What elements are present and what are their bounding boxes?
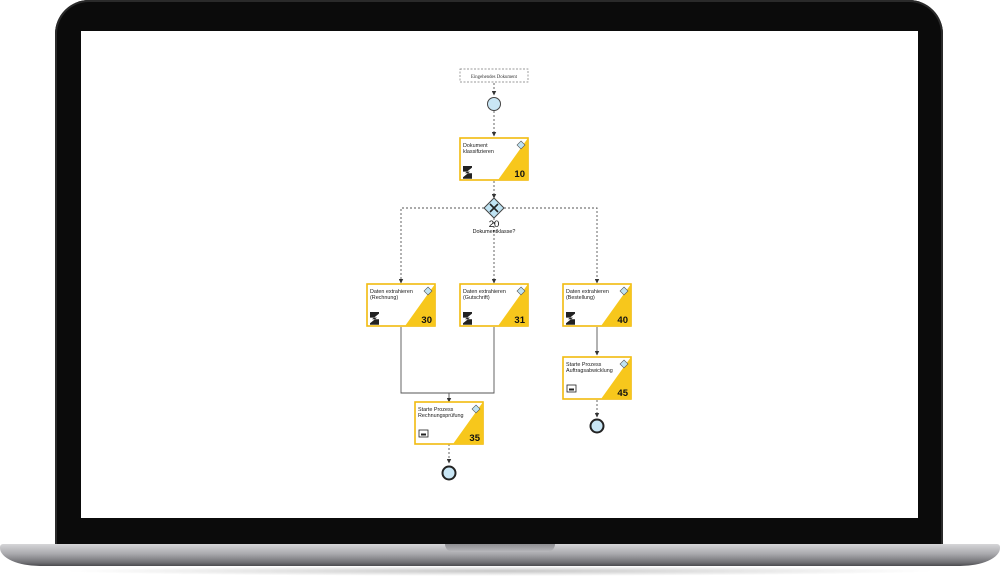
gateway-number: 20 [489, 219, 500, 230]
flow-gateway-to-order [504, 207, 600, 284]
task-classify-number: 10 [514, 169, 525, 180]
task-start-order-line1: Starte Prozess [566, 362, 602, 368]
task-extract-credit-line2: (Gutschrift) [463, 295, 490, 301]
laptop-shadow [60, 566, 940, 576]
automation-icon [463, 312, 472, 325]
laptop-base [0, 544, 1000, 566]
task-start-invoice-line2: Rechnungsprüfung [418, 413, 464, 419]
flow-credit-to-review [449, 327, 495, 394]
task-start-order-handling[interactable]: Starte Prozess Auftragsabwicklung 45 [562, 356, 632, 400]
exclusive-gateway-icon [489, 203, 499, 213]
task-start-invoice-review[interactable]: Starte Prozess Rechnungsprüfung 35 [414, 401, 484, 445]
subprocess-icon [566, 384, 577, 393]
task-extract-credit-line1: Daten extrahieren [463, 289, 506, 295]
task-start-invoice-line1: Starte Prozess [418, 407, 454, 413]
laptop-notch [445, 544, 555, 552]
task-extract-order-line1: Daten extrahieren [566, 289, 609, 295]
task-classify[interactable]: Dokument klassifizieren 10 [459, 137, 529, 181]
connectors [398, 83, 600, 464]
flow-gateway-to-invoice [398, 207, 484, 284]
input-document-label: Eingehendes Dokument [471, 75, 518, 80]
task-extract-order-line2: (Bestellung) [566, 295, 595, 301]
end-event-invoice[interactable] [441, 465, 457, 481]
task-start-order-number: 45 [617, 388, 628, 399]
start-event[interactable] [487, 97, 501, 111]
task-classify-line1: Dokument [463, 143, 488, 149]
bpmn-diagram: Eingehendes Dokument Dokument klassifizi… [366, 68, 632, 481]
task-marker-icon [423, 286, 433, 296]
gateway-document-class[interactable]: 20 Dokumentklasse? [473, 197, 516, 235]
task-extract-order[interactable]: Daten extrahieren (Bestellung) 40 [562, 283, 632, 327]
task-start-invoice-number: 35 [469, 433, 480, 444]
task-extract-credit-number: 31 [514, 315, 525, 326]
task-marker-icon [619, 359, 629, 369]
end-event-order[interactable] [589, 418, 605, 434]
task-extract-order-number: 40 [617, 315, 628, 326]
task-marker-icon [516, 286, 526, 296]
task-classify-line2: klassifizieren [463, 149, 494, 155]
task-marker-icon [516, 140, 526, 150]
input-document[interactable]: Eingehendes Dokument [459, 68, 529, 83]
task-marker-icon [471, 404, 481, 414]
flow-invoice-to-review [400, 327, 452, 403]
screen: Eingehendes Dokument Dokument klassifizi… [81, 31, 918, 518]
task-extract-invoice-line2: (Rechnung) [370, 295, 398, 301]
task-extract-invoice[interactable]: Daten extrahieren (Rechnung) 30 [366, 283, 436, 327]
task-extract-credit[interactable]: Daten extrahieren (Gutschrift) 31 [459, 283, 529, 327]
subprocess-icon [418, 429, 429, 438]
automation-icon [566, 312, 575, 325]
gateway-label: Dokumentklasse? [473, 229, 516, 235]
automation-icon [370, 312, 379, 325]
task-extract-invoice-number: 30 [421, 315, 432, 326]
task-extract-invoice-line1: Daten extrahieren [370, 289, 413, 295]
task-marker-icon [619, 286, 629, 296]
automation-icon [463, 166, 472, 179]
task-start-order-line2: Auftragsabwicklung [566, 368, 613, 374]
